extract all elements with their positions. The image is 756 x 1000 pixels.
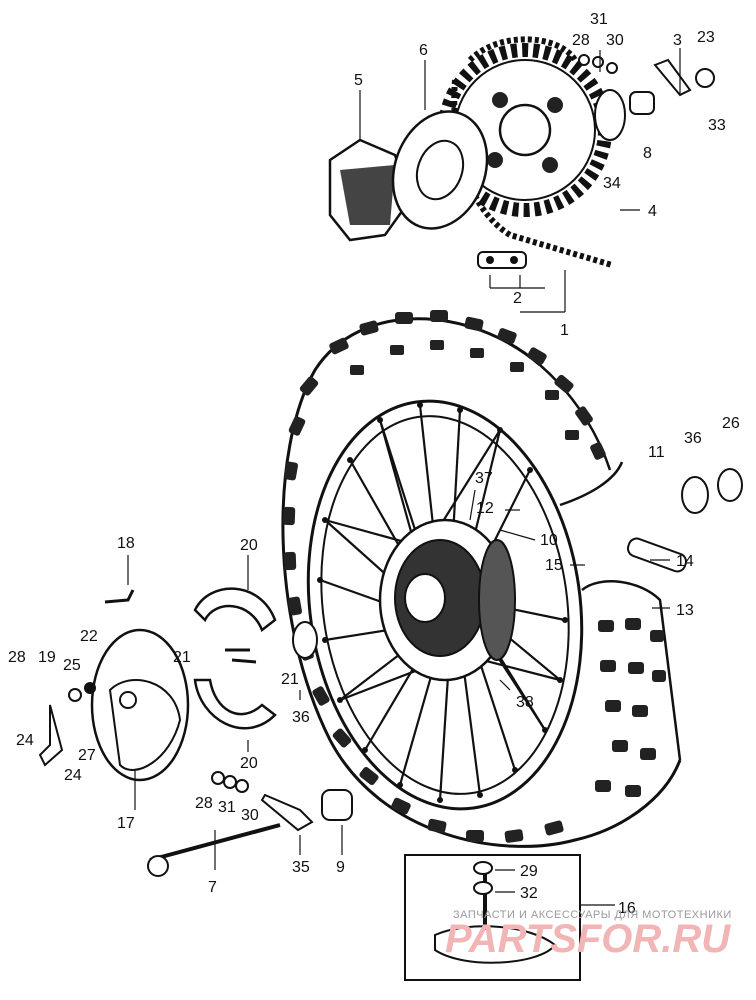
- callout-18: 18: [117, 535, 135, 552]
- leader-lines: [127, 48, 681, 906]
- callout-16: 16: [618, 900, 636, 917]
- callout-22: 22: [80, 628, 98, 645]
- inner-tube-valve: [404, 854, 581, 981]
- callout-37: 37: [475, 470, 493, 487]
- callout-3: 3: [673, 32, 682, 49]
- callout-32: 32: [520, 885, 538, 902]
- callout-36b: 36: [684, 430, 702, 447]
- callout-23: 23: [697, 29, 715, 46]
- callout-31a: 31: [590, 11, 608, 28]
- callout-35: 35: [292, 859, 310, 876]
- callout-13: 13: [676, 602, 694, 619]
- callout-1: 1: [560, 322, 569, 339]
- callout-28b: 28: [8, 649, 26, 666]
- rear-tire: [281, 310, 682, 848]
- callout-30a: 30: [606, 32, 624, 49]
- wheel-hub: [378, 518, 516, 682]
- callout-11: 11: [648, 444, 665, 461]
- callout-36a: 36: [292, 709, 310, 726]
- watermark-caption: ЗАПЧАСТИ И АКСЕССУАРЫ ДЛЯ МОТОТЕХНИКИ: [453, 909, 732, 921]
- callout-27: 27: [78, 747, 96, 764]
- callout-38: 38: [516, 694, 534, 711]
- callout-10: 10: [540, 532, 558, 549]
- callout-26: 26: [722, 415, 740, 432]
- watermark: ЗАПЧАСТИ И АКСЕССУАРЫ ДЛЯ МОТОТЕХНИКИ PA…: [445, 909, 732, 961]
- callout-30b: 30: [241, 807, 259, 824]
- callout-9: 9: [336, 859, 345, 876]
- callout-7: 7: [208, 879, 217, 896]
- callout-20b: 20: [240, 755, 258, 772]
- callout-31b: 31: [218, 799, 236, 816]
- sprocket-damper: [328, 138, 412, 242]
- callout-19: 19: [38, 649, 56, 666]
- callout-2: 2: [513, 290, 522, 307]
- callout-4: 4: [648, 203, 657, 220]
- callout-14: 14: [676, 553, 694, 570]
- callout-28c: 28: [195, 795, 213, 812]
- callout-29: 29: [520, 863, 538, 880]
- callout-24a: 24: [16, 732, 34, 749]
- watermark-logo: PARTSFOR.RU: [445, 917, 731, 961]
- callout-17: 17: [117, 815, 135, 832]
- brake-shoes: [193, 587, 277, 730]
- rear-sprocket: [438, 43, 612, 217]
- callout-5: 5: [354, 72, 363, 89]
- sprocket-plate: [391, 110, 489, 230]
- callout-12: 12: [476, 500, 494, 517]
- callout-33: 33: [708, 117, 726, 134]
- chain-joint: [477, 251, 527, 269]
- part-callouts: 1 2 3 4 5 6 7 8 9 10 11 12 13 14 15 16 1…: [8, 11, 740, 917]
- callout-20a: 20: [240, 537, 258, 554]
- callout-24b: 24: [64, 767, 82, 784]
- callout-15: 15: [545, 557, 563, 574]
- callout-21a: 21: [173, 649, 191, 666]
- callout-34: 34: [603, 175, 621, 192]
- callout-6: 6: [419, 42, 428, 59]
- callout-21b: 21: [281, 671, 299, 688]
- brake-panel: [38, 628, 190, 782]
- callout-8: 8: [643, 145, 652, 162]
- callout-25: 25: [63, 657, 81, 674]
- callout-28a: 28: [572, 32, 590, 49]
